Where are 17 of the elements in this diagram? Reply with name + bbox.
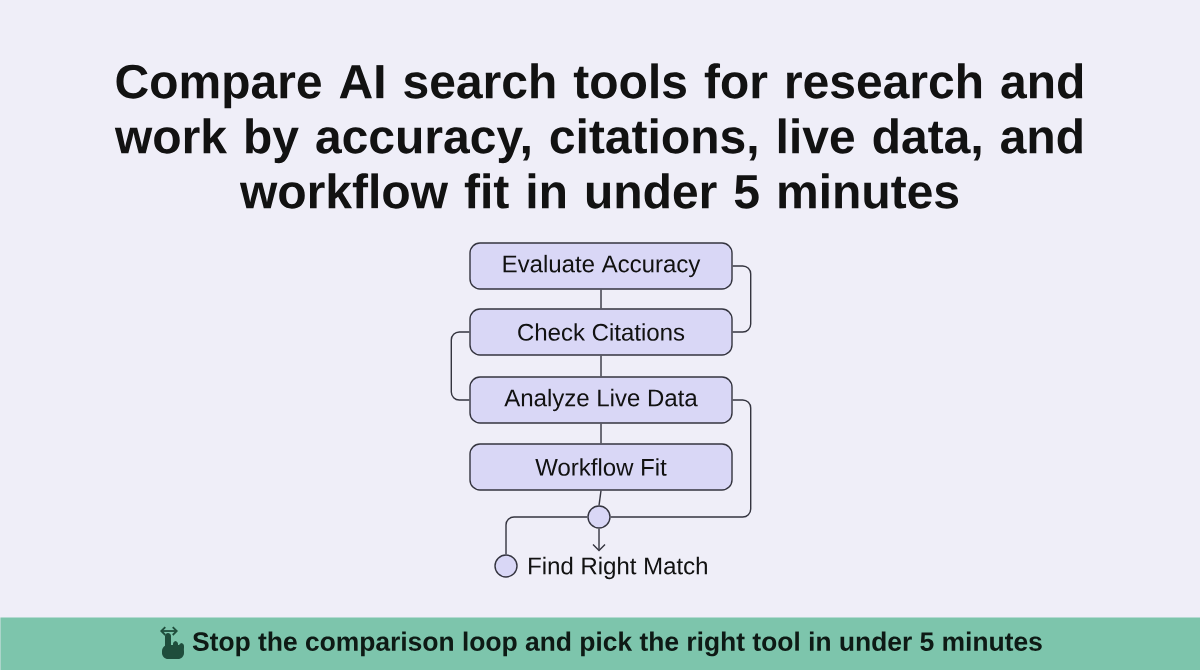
connector [600, 355, 602, 377]
circle-node [587, 505, 611, 529]
connector [610, 399, 752, 518]
node-label: Find Right Match [529, 556, 707, 580]
connector [450, 331, 470, 401]
connector [505, 516, 588, 555]
title: Compare AI search tools for research and work by accuracy, citations, live data, and workflow fit in under 5 minutes [114, 63, 1083, 209]
connector [732, 265, 752, 333]
connector [600, 423, 602, 444]
connector [600, 289, 602, 309]
process-box: Evaluate Accuracy [469, 242, 733, 290]
connector [592, 528, 606, 552]
process-box: Check Citations [469, 308, 733, 356]
process-box: Analyze Live Data [469, 376, 733, 424]
connector [598, 490, 602, 506]
footer-banner: Stop the comparison loop and pick the right tool in under 5 minutes [0, 617, 1200, 670]
process-box: Workflow Fit [469, 443, 733, 491]
